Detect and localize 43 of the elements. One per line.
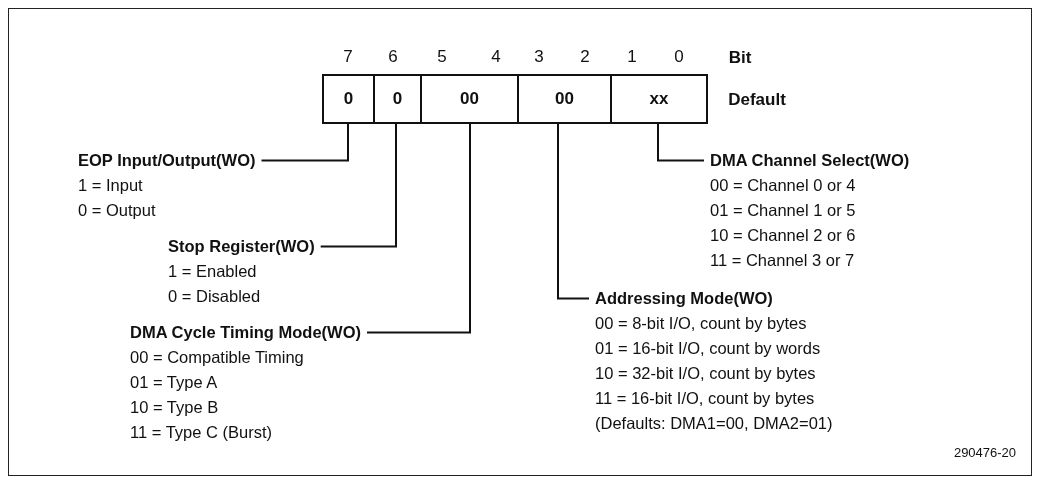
bit-number: 2	[580, 47, 590, 67]
bit-number: 7	[343, 47, 353, 67]
leader-line	[657, 123, 705, 162]
value-description: 11 = 16-bit I/O, count by bytes	[595, 388, 815, 409]
register-field: 0	[322, 74, 375, 124]
register-field: 00	[517, 74, 612, 124]
field-name: DMA Channel Select(WO)	[710, 150, 910, 171]
value-description: 01 = Type A	[130, 372, 218, 393]
leader-line	[366, 123, 471, 334]
value-description: 01 = Channel 1 or 5	[710, 200, 856, 221]
field-name: EOP Input/Output(WO)	[78, 150, 256, 171]
value-description: 10 = Channel 2 or 6	[710, 225, 856, 246]
figure-number: 290476-20	[953, 444, 1017, 460]
value-description: 10 = 32-bit I/O, count by bytes	[595, 363, 816, 384]
register-field: xx	[610, 74, 708, 124]
field-name: DMA Cycle Timing Mode(WO)	[130, 322, 361, 343]
bit-number: 5	[437, 47, 447, 67]
leader-line	[319, 123, 397, 248]
bit-number: 3	[534, 47, 544, 67]
value-description: 1 = Enabled	[168, 261, 257, 282]
bit-number: 1	[627, 47, 637, 67]
value-description: 00 = Channel 0 or 4	[710, 175, 856, 196]
value-description: 01 = 16-bit I/O, count by words	[595, 338, 821, 359]
row-label: Bit	[728, 48, 752, 68]
leader-line	[557, 123, 590, 300]
value-description: 00 = 8-bit I/O, count by bytes	[595, 313, 807, 334]
value-description: 10 = Type B	[130, 397, 219, 418]
value-description: 1 = Input	[78, 175, 143, 196]
leader-line	[260, 123, 349, 162]
value-description: 00 = Compatible Timing	[130, 347, 304, 368]
register-field: 0	[373, 74, 422, 124]
row-label: Default	[728, 90, 786, 110]
value-description: 11 = Type C (Burst)	[130, 422, 272, 443]
value-description: 11 = Channel 3 or 7	[710, 250, 855, 271]
field-name: Stop Register(WO)	[168, 236, 315, 257]
bit-number: 6	[388, 47, 398, 67]
bit-number: 0	[674, 47, 684, 67]
value-description: 0 = Output	[78, 200, 156, 221]
value-description: 0 = Disabled	[168, 286, 261, 307]
register-field: 00	[420, 74, 519, 124]
bit-number: 4	[491, 47, 501, 67]
field-name: Addressing Mode(WO)	[595, 288, 773, 309]
value-description: (Defaults: DMA1=00, DMA2=01)	[595, 413, 833, 434]
